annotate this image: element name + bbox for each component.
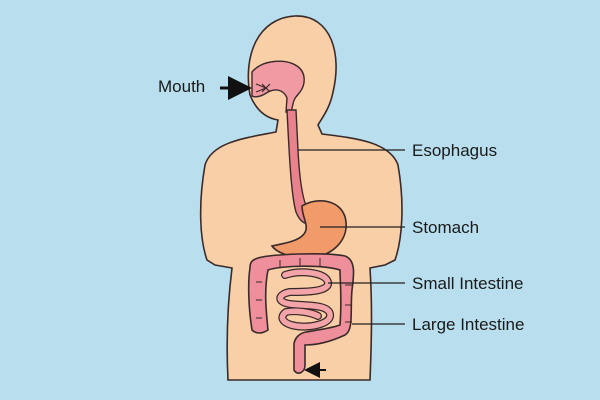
lips bbox=[255, 83, 271, 93]
oral-cavity bbox=[251, 60, 305, 113]
large-intestine-segments bbox=[256, 258, 352, 323]
large-intestine-organ bbox=[247, 253, 355, 374]
large-intestine-label: Large Intestine bbox=[412, 315, 525, 334]
esophagus-label: Esophagus bbox=[412, 141, 498, 160]
mouth-label: Mouth bbox=[158, 77, 206, 96]
small-intestine-fill bbox=[277, 269, 333, 330]
stomach-label: Stomach bbox=[412, 218, 480, 237]
esophagus-tube bbox=[286, 109, 313, 225]
small-intestine-label: Small Intestine bbox=[412, 274, 524, 293]
